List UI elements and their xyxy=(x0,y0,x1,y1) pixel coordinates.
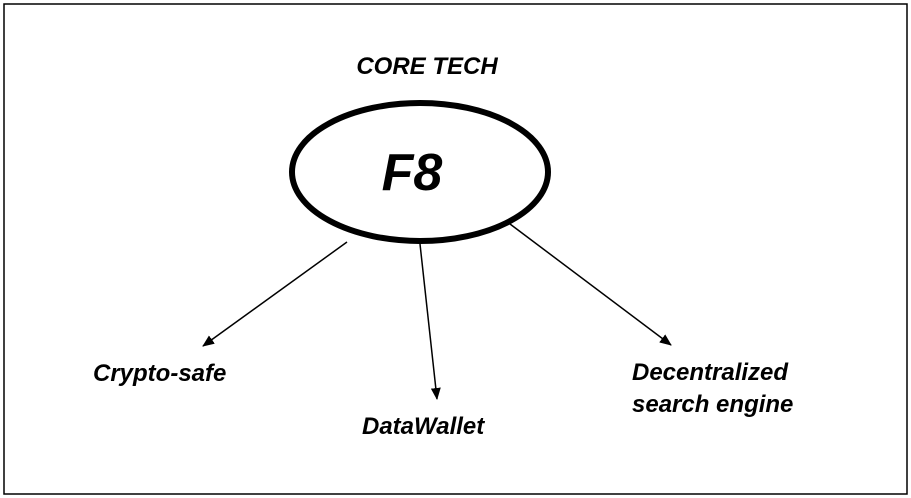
diagram-heading: CORE TECH xyxy=(356,53,498,80)
center-label: F8 xyxy=(382,144,443,202)
arrow-to-crypto-safe xyxy=(202,241,348,347)
center-ellipse xyxy=(289,100,551,244)
branch-label-datawallet: DataWallet xyxy=(362,413,485,440)
frame-border xyxy=(3,3,908,495)
branch-label-crypto-safe: Crypto-safe xyxy=(93,360,226,387)
branch-label-search-engine-line2: search engine xyxy=(632,391,793,418)
arrow-to-datawallet xyxy=(419,243,441,400)
branch-label-search-engine-line1: Decentralized xyxy=(632,359,789,386)
arrow-to-search-engine xyxy=(509,223,672,346)
